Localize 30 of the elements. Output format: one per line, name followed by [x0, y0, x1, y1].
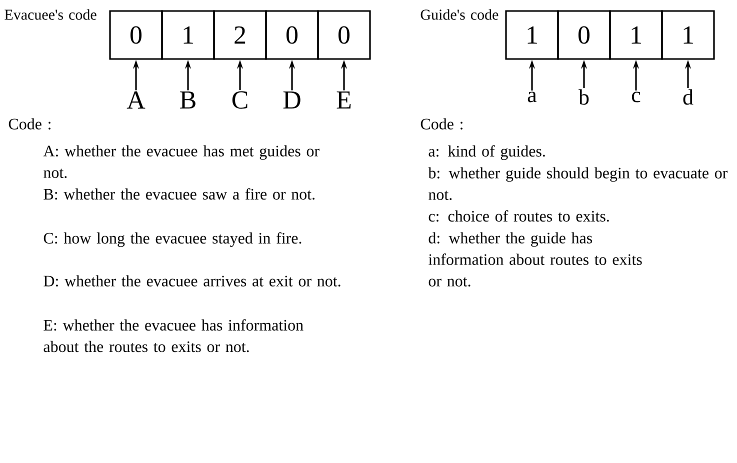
code-letter: a: [528, 92, 537, 102]
code-letter: D: [283, 91, 300, 109]
description-text: b: whether guide should begin to evacuate or not.: [428, 167, 728, 200]
code-letter: A: [126, 91, 146, 109]
code-digit-cell: 0: [557, 10, 611, 60]
code-digit-cell: 1: [609, 10, 663, 60]
code-digit-cell: 0: [109, 10, 163, 60]
description-text: C: how long the evacuee stayed in fire.: [44, 232, 302, 247]
code-digit-cell: 0: [317, 10, 371, 60]
code-caption: Evacuee's code: [4, 9, 96, 20]
code-digit-cell: 0: [265, 10, 319, 60]
code-digit-cell: 1: [505, 10, 559, 60]
code-digit-cell: 1: [661, 10, 715, 60]
code-letter: c: [632, 92, 640, 102]
description-text: c: choice of routes to exits.: [428, 210, 609, 222]
code-letter: b: [578, 89, 589, 105]
heading-text: Code :: [8, 118, 50, 130]
code-letter: E: [336, 91, 351, 108]
description-text: B: whether the evacuee saw a fire or not.: [44, 188, 314, 200]
description-text: D: whether the evacuee arrives at exit or not.: [44, 275, 340, 287]
description-text: a: kind of guides.: [428, 145, 545, 160]
description-text: E: whether the evacuee has information about the routes to exits or not.: [44, 319, 304, 352]
code-digit-cell: 2: [213, 10, 267, 60]
code-digit-cell: 1: [161, 10, 215, 60]
heading-text: Code :: [420, 118, 462, 130]
description-text: d: whether the guide has information about routes to exits or not.: [428, 232, 642, 287]
code-letter: d: [683, 89, 694, 105]
description-text: A: whether the evacuee has met guides or not.: [43, 145, 320, 178]
code-letter: B: [180, 91, 196, 109]
code-letter: C: [232, 91, 248, 109]
